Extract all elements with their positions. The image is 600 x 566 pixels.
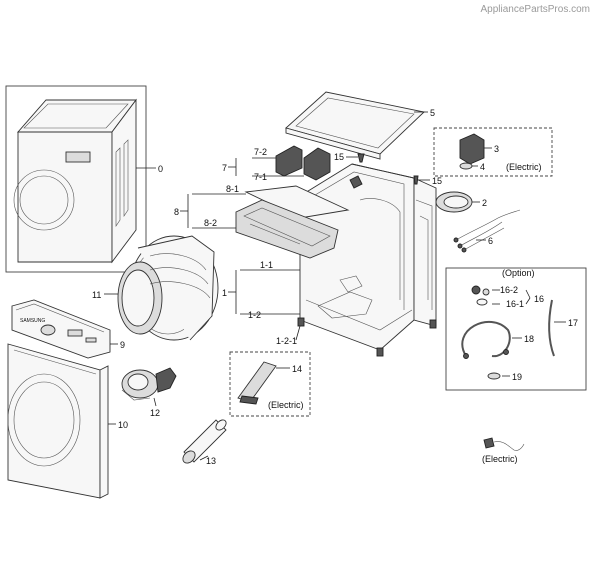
callout-7-2: 7-2 bbox=[254, 147, 267, 157]
callout-18: 18 bbox=[524, 334, 534, 344]
callout-15-right: 15 bbox=[432, 176, 442, 186]
electric-mid-frame bbox=[229, 351, 311, 417]
panel-brand: SAMSUNG bbox=[20, 318, 45, 324]
option-parts-group: (Option) 16-2 16-1 16 17 18 19 bbox=[445, 267, 587, 391]
watermark: AppliancePartsPros.com bbox=[480, 4, 591, 15]
callout-19: 19 bbox=[512, 372, 522, 382]
part-2-grille: 2 bbox=[435, 191, 487, 213]
callout-8: 8 bbox=[174, 207, 179, 217]
part-12-blower: 12 bbox=[121, 367, 177, 418]
part-8-duct-assembly: 8-1 8-2 8 bbox=[174, 184, 350, 259]
callout-1-1: 1-1 bbox=[260, 260, 273, 270]
electric-note-top: (Electric) bbox=[506, 162, 542, 172]
option-frame bbox=[445, 267, 587, 391]
part-0-frame bbox=[5, 85, 147, 273]
part-1-callouts: 1-1 1-2 1 1-2-1 bbox=[222, 260, 301, 346]
callout-7-1: 7-1 bbox=[254, 172, 267, 182]
option-note: (Option) bbox=[502, 268, 535, 278]
part-13-exhaust-duct: 13 bbox=[182, 419, 227, 466]
electric-note-mid: (Electric) bbox=[268, 400, 304, 410]
callout-1: 1 bbox=[222, 288, 227, 298]
callout-8-2: 8-2 bbox=[204, 218, 217, 228]
power-cord-electric: (Electric) bbox=[482, 437, 525, 464]
part-15-screw-left: 15 bbox=[334, 152, 365, 163]
callout-17: 17 bbox=[568, 318, 578, 328]
part-10-front-panel: 10 bbox=[7, 343, 128, 499]
part-9-control-panel: SAMSUNG 9 bbox=[11, 299, 125, 359]
callout-13: 13 bbox=[206, 456, 216, 466]
part-6-wire-harness: 6 bbox=[453, 209, 521, 253]
electric-top-frame bbox=[433, 127, 553, 177]
callout-9: 9 bbox=[120, 340, 125, 350]
part-0-dryer-assembly: 0 bbox=[5, 85, 163, 273]
callout-7: 7 bbox=[222, 163, 227, 173]
part-14-electric-group: 14 (Electric) bbox=[229, 351, 311, 417]
part-3-4-electric-group: 3 4 (Electric) bbox=[433, 127, 553, 177]
callout-3: 3 bbox=[494, 144, 499, 154]
callout-15-left: 15 bbox=[334, 152, 344, 162]
callout-2: 2 bbox=[482, 198, 487, 208]
callout-10: 10 bbox=[118, 420, 128, 430]
callout-16: 16 bbox=[534, 294, 544, 304]
callout-0: 0 bbox=[158, 164, 163, 174]
callout-1-2: 1-2 bbox=[248, 310, 261, 320]
part-11-drum: 11 bbox=[92, 235, 219, 341]
callout-4: 4 bbox=[480, 162, 485, 172]
callout-12: 12 bbox=[150, 408, 160, 418]
callout-5: 5 bbox=[430, 108, 435, 118]
electric-note-bottom: (Electric) bbox=[482, 454, 518, 464]
callout-14: 14 bbox=[292, 364, 302, 374]
part-15-screw-right: 15 bbox=[413, 175, 442, 186]
part-5-top-cover: 5 bbox=[285, 91, 435, 160]
part-7-control-assembly: 7-2 7-1 7 bbox=[222, 145, 331, 182]
callout-8-1: 8-1 bbox=[226, 184, 239, 194]
callout-6: 6 bbox=[488, 236, 493, 246]
callout-1-2-1: 1-2-1 bbox=[276, 336, 297, 346]
cabinet-frame bbox=[297, 163, 437, 357]
callout-16-1: 16-1 bbox=[506, 299, 524, 309]
callout-11: 11 bbox=[92, 290, 101, 300]
callout-16-2: 16-2 bbox=[500, 285, 518, 295]
